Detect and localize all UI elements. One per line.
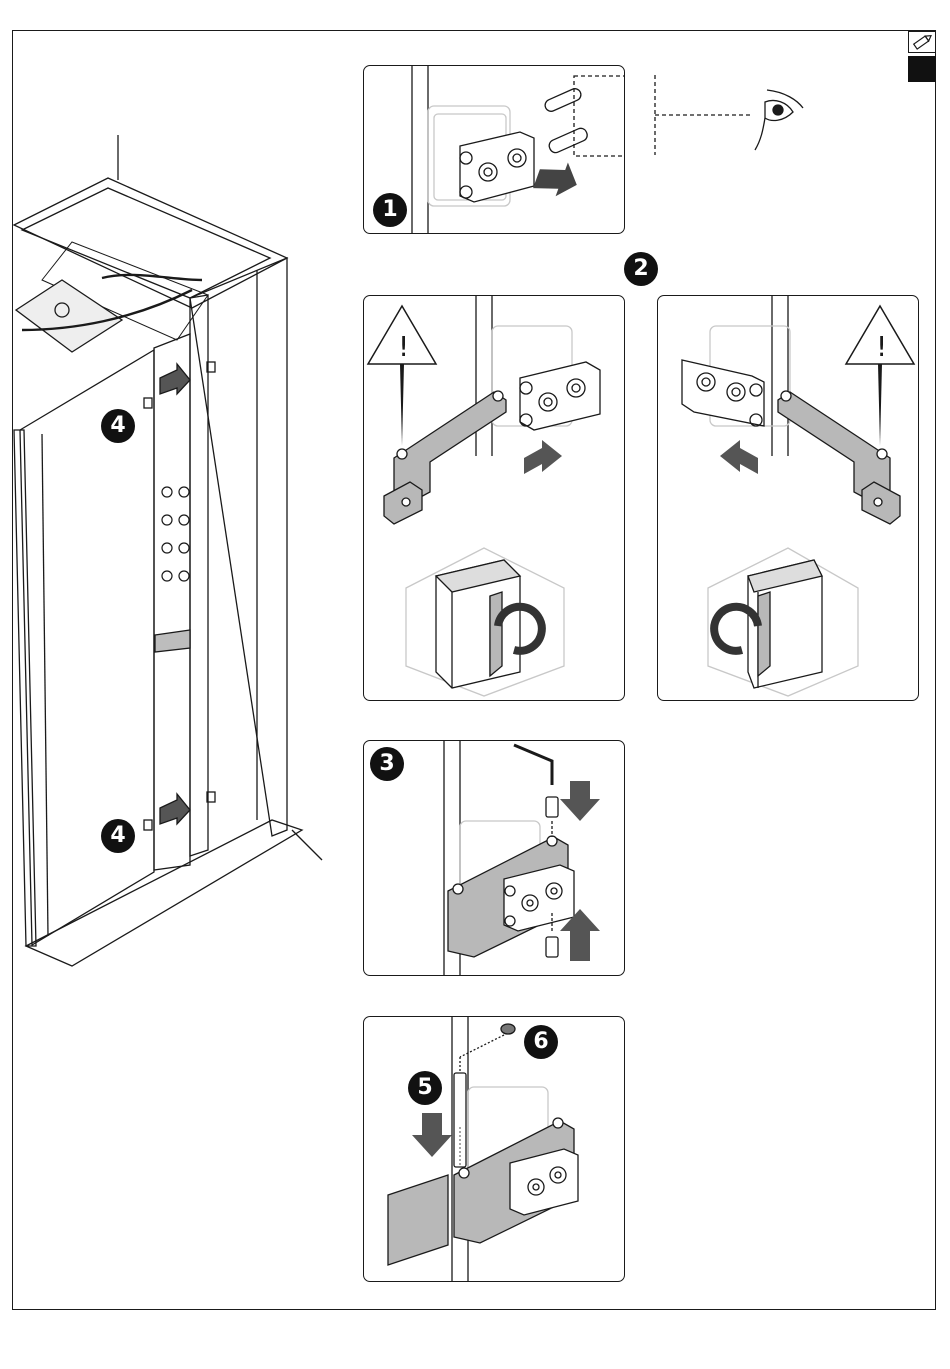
section-marker-tab: [908, 56, 936, 82]
callout-5: 5: [408, 1071, 442, 1105]
pin-insertion-drawing: [364, 1017, 625, 1282]
step-3-panel: 3: [363, 740, 625, 976]
pencil-icon: [908, 31, 936, 53]
screw-fastening-drawing: [364, 741, 625, 976]
step-2-left-panel: !: [363, 295, 625, 701]
callout-4-top: 4: [101, 409, 135, 443]
step-5-6-panel: 5 6: [363, 1016, 625, 1282]
callout-1: 1: [373, 193, 407, 227]
svg-text:!: !: [398, 330, 409, 363]
hinge-bracket-right-drawing: !: [658, 296, 919, 701]
direction-arrow-icon: [560, 781, 600, 821]
hinge-bracket-left-drawing: !: [364, 296, 625, 701]
shower-cabin-illustration: [12, 130, 342, 970]
callout-2: 2: [624, 252, 658, 286]
direction-arrow-icon: [720, 440, 758, 474]
direction-arrow-icon: [412, 1113, 452, 1157]
callout-4-bottom: 4: [101, 819, 135, 853]
callout-3: 3: [370, 747, 404, 781]
step-2-right-panel: !: [657, 295, 919, 701]
direction-arrow-icon: [524, 440, 562, 474]
eye-icon: [625, 60, 825, 170]
svg-text:!: !: [876, 330, 887, 363]
callout-6: 6: [524, 1025, 558, 1059]
direction-arrow-icon: [533, 154, 583, 202]
step-1-panel: 1: [363, 65, 625, 234]
